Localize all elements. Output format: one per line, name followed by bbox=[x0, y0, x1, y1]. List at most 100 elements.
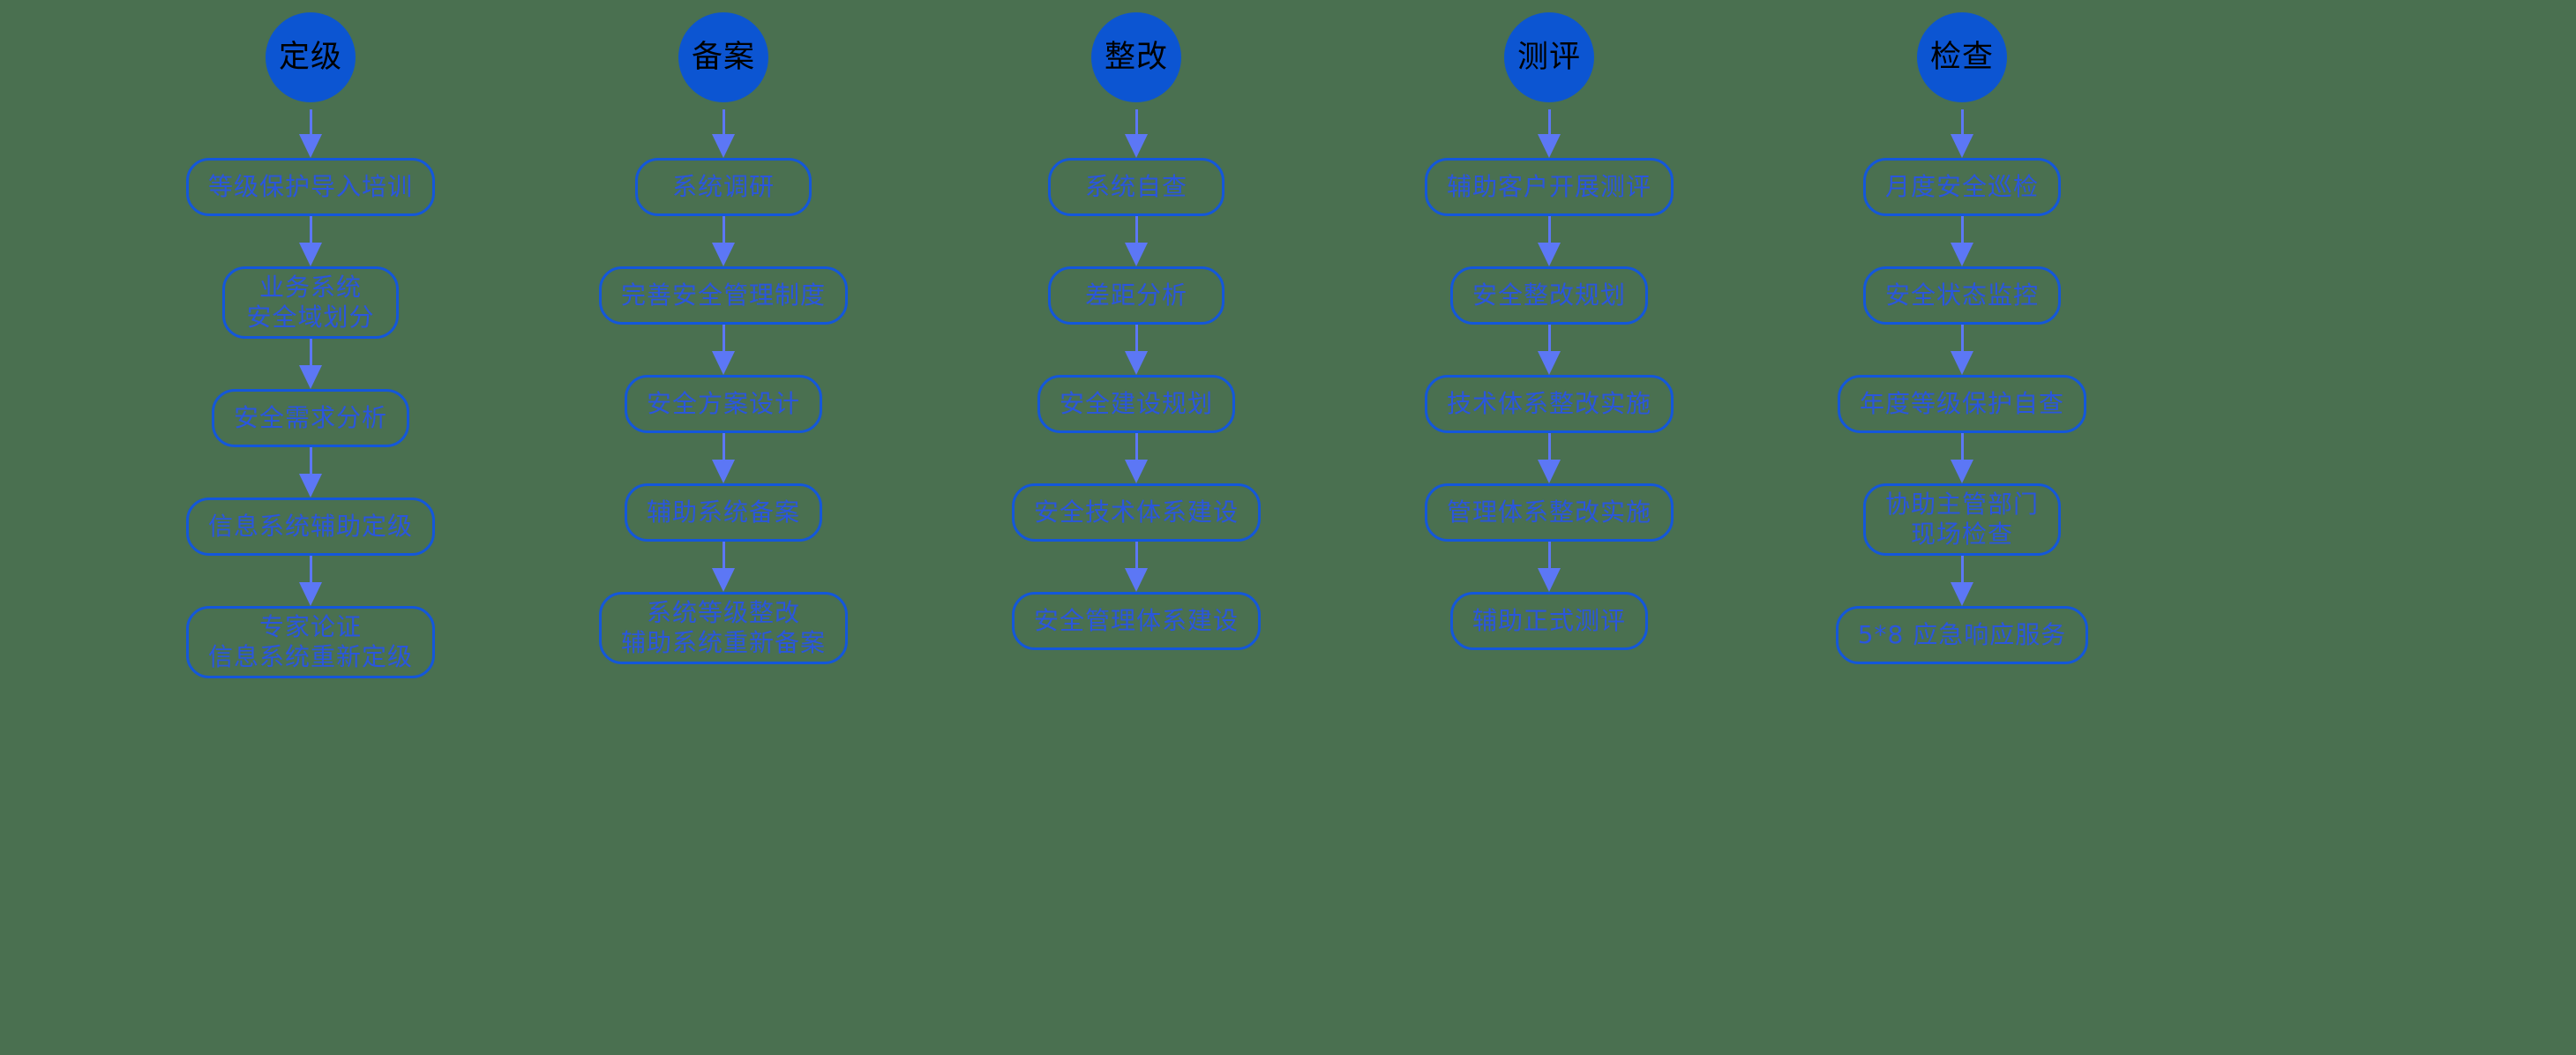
arrow-head bbox=[712, 460, 735, 483]
flow-node[interactable]: 安全状态监控 bbox=[1862, 266, 2061, 325]
arrow-zhenggai-4-icon bbox=[1125, 542, 1148, 592]
flow-node-label: 年度等级保护自查 bbox=[1859, 388, 2064, 418]
arrow-zhenggai-1-icon bbox=[1125, 216, 1148, 266]
arrow-shaft bbox=[1547, 433, 1551, 460]
arrow-zhenggai-2-icon bbox=[1125, 325, 1148, 375]
arrow-ceping-2-icon bbox=[1538, 325, 1561, 375]
arrow-dingji-0-icon bbox=[299, 109, 322, 158]
flow-node-label: 等级保护导入培训 bbox=[207, 171, 413, 201]
arrow-head bbox=[1538, 243, 1561, 266]
flow-node[interactable]: 安全整改规划 bbox=[1449, 266, 1648, 325]
flow-node[interactable]: 安全技术体系建设 bbox=[1011, 483, 1261, 542]
flow-node-label: 安全域划分 bbox=[246, 303, 375, 332]
stage-circle-wrap-bei-an: 备案 bbox=[678, 5, 768, 109]
arrow-shaft bbox=[309, 339, 312, 365]
flow-node-label: 安全方案设计 bbox=[646, 388, 800, 418]
flow-node[interactable]: 系统自查 bbox=[1048, 158, 1224, 216]
flow-node[interactable]: 辅助客户开展测评 bbox=[1424, 158, 1674, 216]
arrow-head bbox=[1538, 460, 1561, 483]
flow-node[interactable]: 业务系统安全域划分 bbox=[222, 266, 399, 339]
flow-node-label: 安全建设规划 bbox=[1059, 388, 1213, 418]
flow-node-label: 辅助客户开展测评 bbox=[1446, 171, 1651, 201]
flow-node[interactable]: 专家论证信息系统重新定级 bbox=[185, 606, 435, 678]
arrow-head bbox=[1125, 134, 1148, 158]
flow-column-jiancha: 检查月度安全巡检安全状态监控年度等级保护自查协助主管部门现场检查 5*8 应急响应… bbox=[1756, 0, 2168, 664]
arrow-bei-an-0-icon bbox=[712, 109, 735, 158]
arrow-shaft bbox=[1547, 109, 1551, 134]
flow-node[interactable]: 安全管理体系建设 bbox=[1011, 592, 1261, 650]
flow-node[interactable]: 5*8 应急响应服务 bbox=[1835, 606, 2089, 664]
arrow-bei-an-1-icon bbox=[712, 216, 735, 266]
flow-node-label: 辅助正式测评 bbox=[1471, 605, 1626, 635]
flow-node[interactable]: 安全方案设计 bbox=[624, 375, 822, 433]
flow-node-label: 完善安全管理制度 bbox=[620, 280, 826, 310]
flow-node-label: 管理体系整改实施 bbox=[1446, 497, 1651, 527]
stage-circle-label: 检查 bbox=[1929, 39, 1994, 75]
flow-node[interactable]: 系统等级整改辅助系统重新备案 bbox=[598, 592, 848, 664]
arrow-head bbox=[299, 134, 322, 158]
stage-circle-dingji[interactable]: 定级 bbox=[266, 12, 356, 102]
stage-circle-ceping[interactable]: 测评 bbox=[1504, 12, 1594, 102]
arrow-shaft bbox=[1960, 433, 1964, 460]
arrow-head bbox=[1125, 568, 1148, 592]
flow-node-label: 专家论证 bbox=[258, 611, 362, 641]
flow-node-label: 信息系统重新定级 bbox=[207, 642, 413, 671]
flow-node[interactable]: 协助主管部门现场检查 bbox=[1862, 483, 2061, 556]
flow-node-label: 安全技术体系建设 bbox=[1033, 497, 1239, 527]
arrow-head bbox=[1125, 460, 1148, 483]
arrow-shaft bbox=[722, 325, 725, 351]
flow-node-label: 辅助系统备案 bbox=[646, 497, 800, 527]
arrow-head bbox=[1951, 134, 1973, 158]
flow-node[interactable]: 辅助系统备案 bbox=[624, 483, 822, 542]
flow-node-label: 安全需求分析 bbox=[233, 402, 387, 432]
flow-node[interactable]: 安全建设规划 bbox=[1037, 375, 1235, 433]
arrow-shaft bbox=[1134, 325, 1138, 351]
arrow-jiancha-4-icon bbox=[1951, 556, 1973, 606]
stage-circle-bei-an[interactable]: 备案 bbox=[678, 12, 768, 102]
arrow-shaft bbox=[309, 216, 312, 243]
arrow-ceping-3-icon bbox=[1538, 433, 1561, 483]
stage-circle-wrap-jiancha: 检查 bbox=[1917, 5, 2007, 109]
arrow-ceping-4-icon bbox=[1538, 542, 1561, 592]
flow-node[interactable]: 技术体系整改实施 bbox=[1424, 375, 1674, 433]
flow-node[interactable]: 辅助正式测评 bbox=[1449, 592, 1648, 650]
flow-node[interactable]: 完善安全管理制度 bbox=[598, 266, 848, 325]
flow-node[interactable]: 管理体系整改实施 bbox=[1424, 483, 1674, 542]
flow-node[interactable]: 系统调研 bbox=[635, 158, 812, 216]
flow-node[interactable]: 差距分析 bbox=[1048, 266, 1224, 325]
arrow-head bbox=[1951, 351, 1973, 375]
arrow-dingji-2-icon bbox=[299, 339, 322, 389]
arrow-ceping-1-icon bbox=[1538, 216, 1561, 266]
stage-circle-jiancha[interactable]: 检查 bbox=[1917, 12, 2007, 102]
arrow-head bbox=[712, 568, 735, 592]
flow-node[interactable]: 月度安全巡检 bbox=[1862, 158, 2061, 216]
flow-node[interactable]: 安全需求分析 bbox=[211, 389, 409, 447]
arrow-dingji-3-icon bbox=[299, 447, 322, 498]
flow-column-dingji: 定级等级保护导入培训业务系统安全域划分安全需求分析信息系统辅助定级专家论证信息系… bbox=[104, 0, 517, 678]
arrow-shaft bbox=[1134, 109, 1138, 134]
flow-node[interactable]: 信息系统辅助定级 bbox=[185, 498, 435, 556]
arrow-jiancha-0-icon bbox=[1951, 109, 1973, 158]
arrow-shaft bbox=[1960, 556, 1964, 582]
flow-node-label: 辅助系统重新备案 bbox=[620, 628, 826, 657]
stage-circle-zhenggai[interactable]: 整改 bbox=[1091, 12, 1181, 102]
arrow-shaft bbox=[1960, 216, 1964, 243]
arrow-head bbox=[1125, 351, 1148, 375]
arrow-bei-an-2-icon bbox=[712, 325, 735, 375]
arrow-head bbox=[299, 243, 322, 266]
arrow-head bbox=[1951, 243, 1973, 266]
arrow-shaft bbox=[722, 433, 725, 460]
arrow-shaft bbox=[309, 447, 312, 474]
arrow-head bbox=[299, 582, 322, 606]
stage-circle-label: 备案 bbox=[691, 39, 755, 75]
flow-column-ceping: 测评辅助客户开展测评安全整改规划技术体系整改实施管理体系整改实施辅助正式测评 bbox=[1343, 0, 1756, 650]
stage-circle-wrap-dingji: 定级 bbox=[266, 5, 356, 109]
arrow-shaft bbox=[1134, 216, 1138, 243]
arrow-dingji-4-icon bbox=[299, 556, 322, 606]
flow-node[interactable]: 年度等级保护自查 bbox=[1837, 375, 2086, 433]
flow-node-label: 信息系统辅助定级 bbox=[207, 511, 413, 541]
arrow-shaft bbox=[722, 216, 725, 243]
flow-node[interactable]: 等级保护导入培训 bbox=[185, 158, 435, 216]
arrow-shaft bbox=[1960, 109, 1964, 134]
arrow-zhenggai-0-icon bbox=[1125, 109, 1148, 158]
